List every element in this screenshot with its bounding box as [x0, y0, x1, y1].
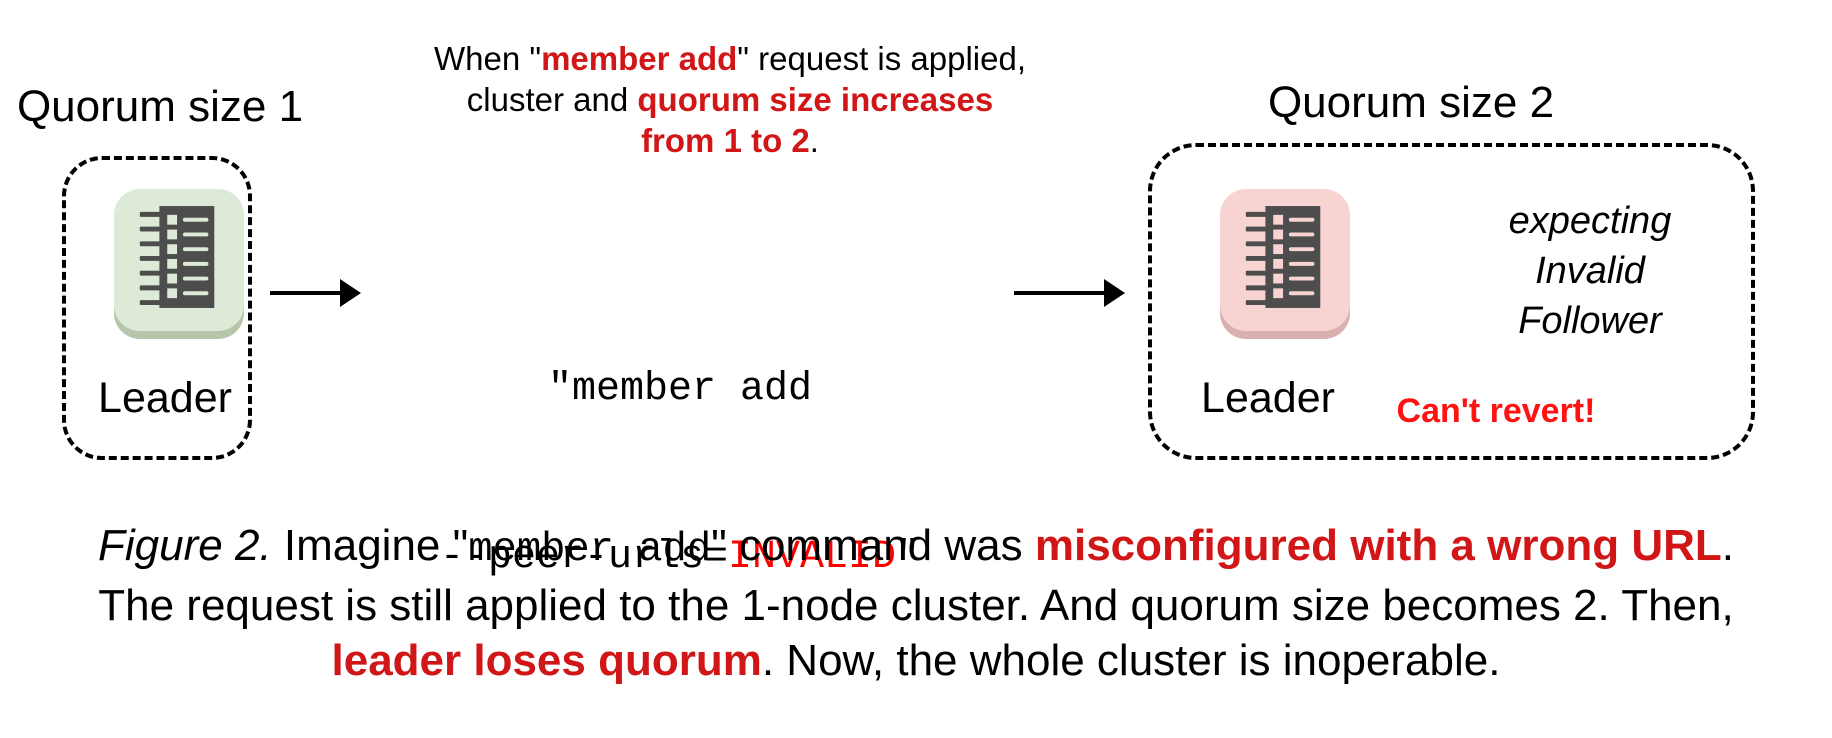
command-line-1: "member add	[547, 367, 813, 412]
annotation-line-2: cluster and quorum size increases	[466, 81, 994, 118]
left-quorum-title: Quorum size 1	[16, 82, 304, 131]
expecting-line-1: expecting	[1508, 200, 1672, 242]
annotation-line-1: When "member add" request is applied,	[433, 40, 1027, 77]
leader-node-pink	[1220, 189, 1350, 331]
expecting-line-2: Invalid	[1535, 250, 1645, 292]
etcd-server-icon	[1245, 206, 1321, 308]
arrow-left-to-command-line	[270, 291, 342, 295]
command-line-2: --peer-urls=INVALID"	[439, 535, 921, 580]
expecting-line-3: Follower	[1518, 300, 1662, 342]
right-leader-label: Leader	[1201, 374, 1335, 422]
member-add-annotation: When "member add" request is applied, cl…	[380, 38, 1080, 161]
arrow-command-to-right-line	[1014, 291, 1106, 295]
right-quorum-title: Quorum size 2	[1267, 78, 1555, 127]
expecting-invalid-follower-text: expecting Invalid Follower	[1390, 196, 1790, 346]
figure-caption: Figure 2. Imagine "member add" command w…	[0, 518, 1832, 688]
annotation-line-3: from 1 to 2.	[641, 122, 819, 159]
caption-line-2: The request is still applied to the 1-no…	[98, 581, 1734, 630]
left-leader-label: Leader	[98, 374, 232, 422]
arrow-command-to-right-head	[1104, 279, 1125, 307]
caption-line-1: Figure 2. Imagine "member add" command w…	[98, 521, 1734, 573]
arrow-left-to-command-head	[340, 279, 361, 307]
etcd-server-icon	[139, 206, 215, 308]
invalid-url-value: INVALID	[728, 535, 897, 580]
member-add-command: "member add --peer-urls=INVALID"	[380, 250, 980, 698]
caption-line-3: leader loses quorum. Now, the whole clus…	[331, 636, 1501, 685]
cant-revert-warning: Can't revert!	[1396, 392, 1596, 430]
figure-label: Figure 2.	[98, 521, 272, 570]
caption-member-add-code: member add	[468, 527, 712, 573]
leader-node-green	[114, 189, 244, 331]
